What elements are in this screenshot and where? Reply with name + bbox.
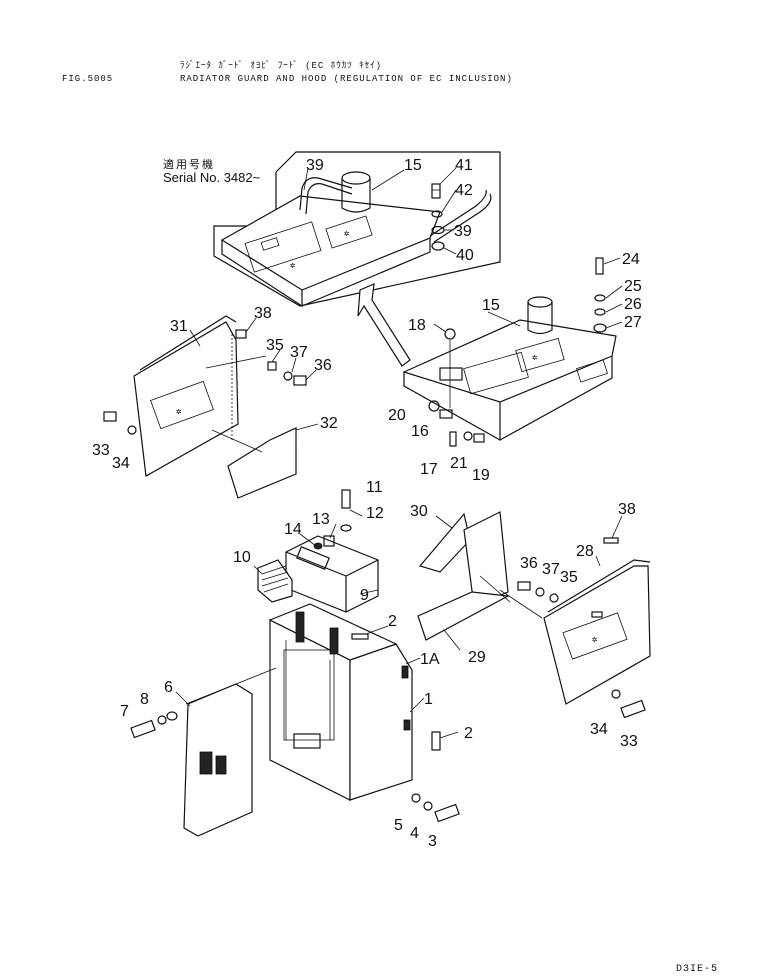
callout-36: 36: [314, 357, 332, 374]
hood-vent-marker: ✲: [290, 261, 295, 271]
callout-2: 2: [388, 613, 397, 630]
callout-27: 27: [624, 314, 642, 331]
callout-16: 16: [411, 423, 429, 440]
callout-30: 30: [410, 503, 428, 520]
panel-vent-marker: ✲: [176, 407, 181, 417]
side-panel-left: ✲: [133, 315, 247, 477]
callout-25: 25: [624, 278, 642, 295]
front-panel-hardware: [130, 711, 178, 739]
hood-upper-bolts: [431, 183, 445, 251]
callout-34: 34: [112, 455, 130, 472]
side-panel-right: ✲: [543, 537, 651, 705]
callout-28: 28: [576, 543, 594, 560]
callout-35: 35: [560, 569, 578, 586]
panel-vent-marker: ✲: [592, 635, 597, 645]
callout-36: 36: [520, 555, 538, 572]
guard-hardware: [411, 793, 460, 823]
callout-17: 17: [420, 461, 438, 478]
callout-42: 42: [455, 182, 473, 199]
right-small-panels: [417, 511, 543, 641]
english-title: RADIATOR GUARD AND HOOD (REGULATION OF E…: [180, 74, 513, 84]
callout-21: 21: [450, 455, 468, 472]
callout-33: 33: [620, 733, 638, 750]
serial-note-japanese: 適用号機: [163, 159, 215, 171]
serial-note-english: Serial No. 3482~: [163, 170, 261, 185]
side-panel-right-hardware: [517, 581, 646, 719]
callout-37: 37: [290, 344, 308, 361]
hood-main: ✲: [402, 296, 617, 442]
assembly-arrow: [357, 283, 411, 367]
callout-19: 19: [472, 467, 490, 484]
callout-26: 26: [624, 296, 642, 313]
page-code: D3IE-5: [676, 964, 719, 975]
callout-32: 32: [320, 415, 338, 432]
grille-cover: [257, 559, 293, 603]
callout-18: 18: [408, 317, 426, 334]
callout-3: 3: [428, 833, 437, 850]
figure-number: FIG.5005: [62, 74, 114, 84]
japanese-title: ﾗｼﾞｴｰﾀ ｶﾞｰﾄﾞ ｵﾖﾋﾞ ﾌｰﾄﾞ (EC ﾎｳｶﾂ ｷｾｲ): [180, 61, 383, 71]
callout-38: 38: [618, 501, 636, 518]
guard-brackets: [351, 633, 441, 751]
callout-31: 31: [170, 318, 188, 335]
callout-5: 5: [394, 817, 403, 834]
front-panel: [183, 667, 277, 837]
callout-34: 34: [590, 721, 608, 738]
callout-7: 7: [120, 703, 129, 720]
callout-15: 15: [482, 297, 500, 314]
callout-24: 24: [622, 251, 640, 268]
callout-8: 8: [140, 691, 149, 708]
callout-9: 9: [360, 587, 369, 604]
callout-10: 10: [233, 549, 251, 566]
callout-13: 13: [312, 511, 330, 528]
callout-29: 29: [468, 649, 486, 666]
hood-vent-marker: ✲: [532, 353, 537, 363]
callout-39: 39: [306, 157, 324, 174]
hood-upper: ✲ ✲: [220, 171, 492, 308]
radiator-guard-body: [268, 603, 413, 801]
callout-4: 4: [410, 825, 419, 842]
leader-lines: [175, 167, 623, 739]
callout-38: 38: [254, 305, 272, 322]
callout-15: 15: [404, 157, 422, 174]
callout-20: 20: [388, 407, 406, 424]
callout-6: 6: [164, 679, 173, 696]
side-panel-left-lower: [211, 427, 297, 499]
callout-2: 2: [464, 725, 473, 742]
grille-hardware: [313, 489, 352, 550]
callout-14: 14: [284, 521, 302, 538]
grille-box: [285, 535, 379, 613]
callout-1A: 1A: [420, 651, 440, 668]
callout-37: 37: [542, 561, 560, 578]
callout-33: 33: [92, 442, 110, 459]
callout-1: 1: [424, 691, 433, 708]
callout-11: 11: [366, 479, 383, 496]
callout-41: 41: [455, 157, 473, 174]
callout-numbers: 39 15 41 42 39 40 24 25 26 27 18 15 31 3…: [92, 157, 642, 850]
callout-35: 35: [266, 337, 284, 354]
callout-12: 12: [366, 505, 384, 522]
hood-vent-marker: ✲: [344, 229, 349, 239]
callout-40: 40: [456, 247, 474, 264]
callout-39: 39: [454, 223, 472, 240]
